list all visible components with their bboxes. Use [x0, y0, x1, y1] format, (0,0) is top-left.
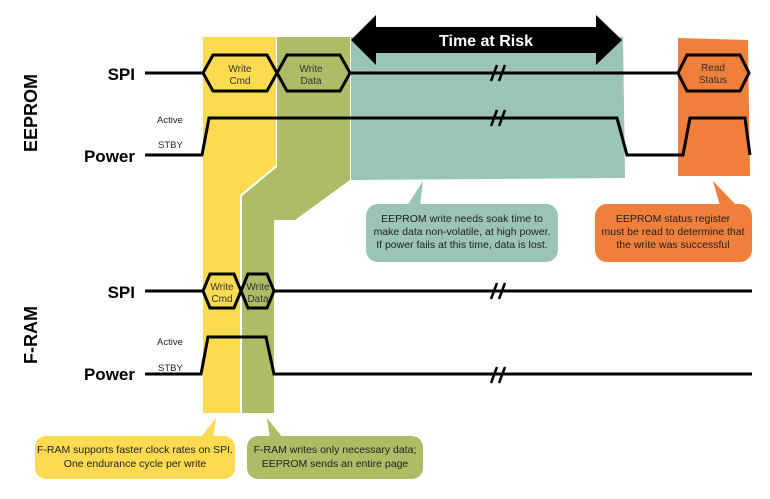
eeprom-read-status-packet: [676, 53, 751, 93]
eeprom-power-break-icon: [489, 109, 507, 127]
fram-power-break-icon: [489, 366, 507, 384]
status-register-line2: must be read to determine that: [602, 226, 745, 238]
time-at-risk-label: Time at Risk: [439, 33, 533, 50]
eeprom-stby-label: STBY: [158, 140, 183, 151]
eeprom-write-cmd-line2: Cmd: [229, 76, 250, 87]
eeprom-spi-label: SPI: [108, 65, 135, 84]
soak-time-line1: EEPROM write needs soak time to: [381, 213, 543, 225]
eeprom-power-label: Power: [84, 147, 135, 166]
eeprom-section-label: EEPROM: [21, 74, 41, 152]
fram-write-cmd-line1: Write: [210, 282, 234, 293]
write-cmd-band: [203, 37, 276, 413]
fram-power-label: Power: [84, 365, 135, 384]
fram-write-cmd-line2: Cmd: [211, 294, 232, 305]
eeprom-write-data-line2: Data: [300, 76, 322, 87]
fram-spi-label: SPI: [108, 283, 135, 302]
fram-write-data-line1: Write: [246, 282, 270, 293]
eeprom-write-data-packet: [275, 53, 352, 93]
fram-clock-callout: F-RAM supports faster clock rates on SPI…: [35, 418, 235, 479]
eeprom-read-status-line1: Read: [701, 63, 725, 74]
fram-writes-callout: F-RAM writes only necessary data; EEPROM…: [247, 418, 423, 479]
fram-write-data-line2: Data: [247, 294, 269, 305]
time-at-risk-band: [351, 37, 625, 180]
fram-stby-label: STBY: [158, 363, 183, 374]
status-register-line1: EEPROM status register: [616, 213, 731, 225]
fram-writes-line2: EEPROM sends an entire page: [262, 458, 409, 470]
eeprom-read-status-line2: Status: [699, 75, 727, 86]
fram-write-data-packet: [239, 272, 276, 310]
fram-spi-break-icon: [489, 282, 507, 300]
write-data-band: [242, 37, 350, 413]
soak-time-line2: make data non-volatile, at high power.: [374, 226, 551, 238]
fram-section-label: F-RAM: [21, 306, 41, 364]
eeprom-write-cmd-line1: Write: [228, 64, 252, 75]
fram-clock-line1: F-RAM supports faster clock rates on SPI…: [37, 444, 233, 456]
status-register-callout: EEPROM status register must be read to d…: [595, 181, 752, 262]
fram-active-label: Active: [157, 337, 183, 348]
fram-clock-line2: One endurance cycle per write: [64, 458, 207, 470]
soak-time-line3: If power fails at this time, data is los…: [376, 239, 548, 251]
eeprom-power-waveform: [145, 116, 752, 157]
eeprom-write-data-line1: Write: [299, 64, 323, 75]
soak-time-callout: EEPROM write needs soak time to make dat…: [366, 181, 558, 262]
time-at-risk-arrow: [351, 15, 622, 65]
eeprom-spi-break-icon: [489, 64, 507, 82]
fram-power-waveform: [145, 335, 752, 376]
eeprom-active-label: Active: [157, 115, 183, 126]
status-register-line3: the write was successful: [616, 239, 729, 251]
fram-writes-line1: F-RAM writes only necessary data;: [254, 444, 417, 456]
